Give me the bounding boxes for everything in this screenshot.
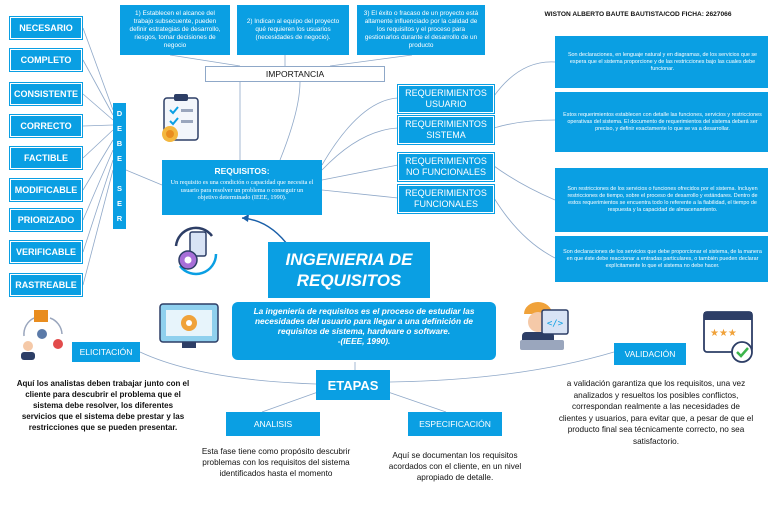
requisitos-heading: REQUISITOS:: [214, 166, 270, 176]
requisitos-box: REQUISITOS: Un requisito es una condició…: [162, 160, 322, 215]
developer-icon: </>: [520, 302, 569, 350]
desc-no-funcionales: Son restricciones de los servicios o fun…: [555, 168, 768, 232]
requisitos-body: Un requisito es una condición o capacida…: [170, 179, 314, 201]
svg-text:★★★: ★★★: [710, 328, 737, 339]
debe-ser-letter: E: [116, 154, 122, 163]
validacion-text: a validación garantiza que los requisito…: [558, 379, 754, 446]
attribute-correcto: CORRECTO: [9, 114, 83, 138]
attribute-necesario: NECESARIO: [9, 16, 83, 40]
importancia-item-1: 1) Establecen el alcance del trabajo sub…: [120, 5, 230, 55]
rating-window-icon: ★★★: [703, 311, 753, 363]
title-line-1: INGENIERIA DE: [285, 250, 413, 269]
tipo-no-funcionales: REQUERIMIENTOS NO FUNCIONALES: [397, 152, 495, 182]
stage-analisis: ANALISIS: [226, 412, 320, 436]
gear-process-icon: [174, 226, 218, 276]
attribute-consistente: CONSISTENTE: [9, 82, 83, 106]
user-cycle-icon: [21, 310, 63, 360]
definition-ref: -(IEEE, 1990).: [337, 336, 391, 346]
debe-ser-letter: R: [116, 214, 123, 223]
definition-box: La ingeniería de requisitos es el proces…: [232, 302, 496, 360]
debe-ser-letter: B: [116, 139, 123, 148]
clipboard-checklist-icon: [162, 94, 199, 142]
svg-text:</>: </>: [547, 319, 564, 329]
importancia-item-2: 2) Indican al equipo del proyecto qué re…: [237, 5, 349, 55]
desc-usuario: Son declaraciones, en lenguaje natural y…: [555, 36, 768, 88]
stage-especificacion: ESPECIFICACIÓN: [408, 412, 502, 436]
debe-ser-bar: D E B E S E R: [113, 103, 126, 229]
author-label: WISTON ALBERTO BAUTE BAUTISTA/COD FICHA:…: [544, 11, 732, 18]
especificacion-text: Aquí se documentan los requisitos acorda…: [388, 451, 522, 482]
attribute-completo: COMPLETO: [9, 48, 83, 72]
attribute-factible: FACTIBLE: [9, 146, 83, 170]
tipo-funcionales: REQUERIMIENTOS FUNCIONALES: [397, 184, 495, 214]
debe-ser-letter: D: [116, 109, 123, 118]
attribute-modificable: MODIFICABLE: [9, 178, 83, 202]
attribute-verificable: VERIFICABLE: [9, 240, 83, 264]
debe-ser-letter: [118, 169, 120, 178]
importancia-label: IMPORTANCIA: [205, 66, 385, 82]
debe-ser-letter: E: [116, 199, 122, 208]
debe-ser-letter: S: [116, 184, 122, 193]
importancia-item-3: 3) El éxito o fracaso de un proyecto est…: [357, 5, 485, 55]
title-line-2: REQUISITOS: [296, 271, 402, 290]
stage-validacion: VALIDACIÓN: [614, 343, 686, 365]
stage-elicitacion: ELICITACIÓN: [72, 342, 140, 362]
analisis-text: Esta fase tiene como propósito descubrir…: [201, 447, 351, 478]
tipo-sistema: REQUERIMIENTOS SISTEMA: [397, 115, 495, 145]
monitor-settings-icon: [159, 303, 219, 348]
main-title: INGENIERIA DE REQUISITOS: [268, 242, 430, 298]
debe-ser-letter: E: [116, 124, 122, 133]
definition-text: La ingeniería de requisitos es el proces…: [253, 306, 475, 336]
etapas-box: ETAPAS: [316, 370, 390, 400]
desc-sistema: Estos requerimientos establecen con deta…: [555, 92, 768, 152]
attribute-priorizado: PRIORIZADO: [9, 208, 83, 232]
tipo-usuario: REQUERIMIENTOS USUARIO: [397, 84, 495, 114]
elicitacion-text: Aquí los analistas deben trabajar junto …: [16, 379, 190, 432]
desc-funcionales: Son declaraciones de los servicios que d…: [555, 236, 768, 282]
attribute-rastreable: RASTREABLE: [9, 273, 83, 297]
